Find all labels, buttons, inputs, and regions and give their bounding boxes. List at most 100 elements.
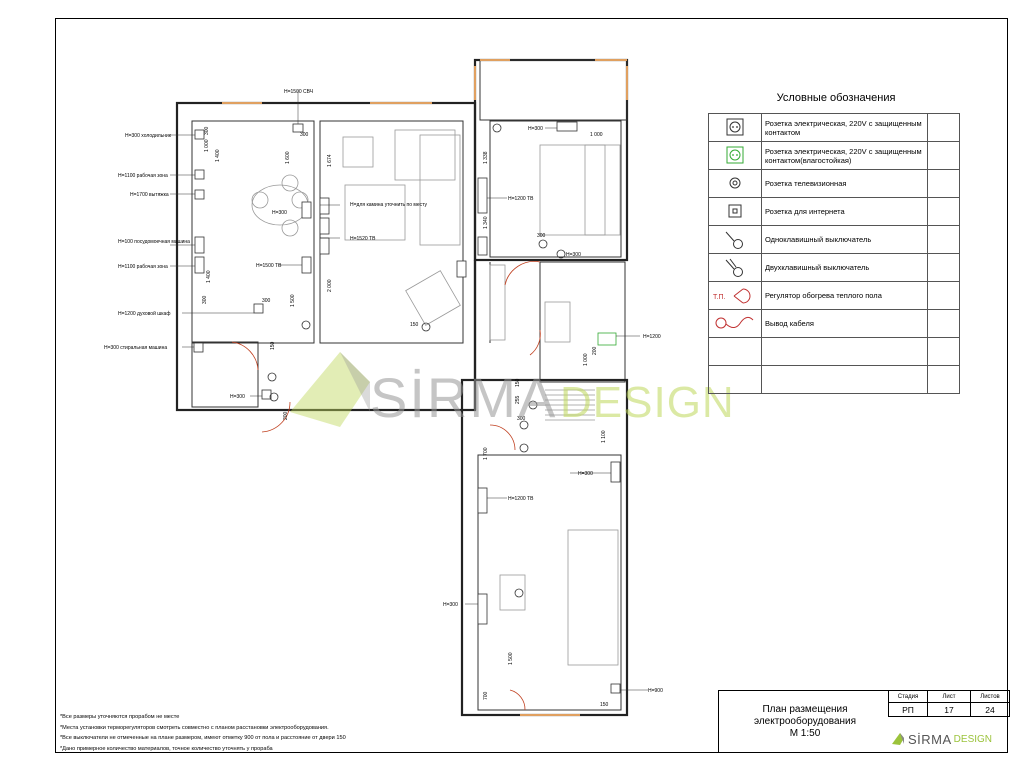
socket-icon [477,236,488,256]
label-h900: Н=900 [648,688,663,694]
legend-label [760,365,928,394]
single-switch-icon [421,322,431,332]
socket-icon [194,189,205,200]
note-3: *Все выключатели не отмеченные на плане … [60,735,346,741]
label-h1500-tv: Н=1500 ТВ [256,263,282,269]
socket-icon [610,683,621,694]
socket-icon [477,487,488,514]
dim-1600: 1 600 [285,151,291,164]
watermark-main: SİRMA [370,366,558,429]
dim-300-v: 300 [204,126,210,135]
socket-icon [194,256,205,274]
stage-header: Стадия [888,690,928,703]
note-2: *Места установки терморегуляторов смотре… [60,724,329,731]
socket-icon [253,303,264,314]
label-work1: Н=1100 рабочая зона [118,173,168,179]
dim-1500-2: 1 500 [508,652,514,665]
legend-extra-cell [926,169,960,198]
label-washer: Н=300 стиральная машина [104,345,167,351]
legend-label: Вывод кабеля [760,309,928,338]
socket-icon [556,121,578,132]
dim-255: 255 [515,395,521,404]
dim-700: 700 [483,691,489,700]
single-switch-icon [267,372,277,382]
single-switch-icon [492,123,502,133]
legend-extra-cell [926,281,960,310]
label-h1520-tv: Н=1520 ТВ [350,236,376,242]
sheets-header: Листов [970,690,1010,703]
legend-row: Розетка электрическая, 220V с защищенным… [708,113,960,142]
dim-150-3: 150 [270,341,276,350]
svg-text:Т.П.: Т.П. [713,294,725,301]
dim-1100: 1 100 [601,430,607,443]
drawing-title: План размещения электрооборудования М 1:… [753,704,857,739]
legend-label: Регулятор обогрева теплого пола [760,281,928,310]
socket-icon [194,129,205,140]
label-dishwasher: Н=100 посудомоечная машина [118,239,190,245]
dim-1700: 1 700 [483,447,489,460]
single-switch-icon [556,249,566,259]
dim-1500-1: 1 500 [290,294,296,307]
legend-label: Одноклавишный выключатель [760,225,928,254]
dim-300-v2: 300 [202,295,208,304]
socket-icon [194,236,205,254]
socket-icon [319,217,330,235]
logo-sub-text: DESIGN [953,733,993,745]
windows [222,59,628,716]
socket-icon [301,256,312,274]
note-1: *Все размеры уточняются прорабом не мест… [60,714,180,720]
legend-extra-cell [926,365,960,394]
socket-icon [477,177,488,214]
single-switch-icon [514,588,524,598]
legend-label: Розетка электрическая, 220V с защищенным… [760,141,928,170]
legend-extra-cell [926,113,960,142]
dim-300-1: 300 [300,132,309,138]
legend-extra-cell [926,337,960,366]
dim-200-1: 200 [283,411,289,420]
legend-label [760,337,928,366]
socket-icon [456,260,467,278]
logo-main-text: SİRMA [908,731,952,747]
label-h300-a: Н=300 [272,210,287,216]
legend-extra-cell [926,225,960,254]
doors [231,261,541,711]
sheets-value: 24 [970,702,1010,717]
socket-icon [319,237,330,255]
legend-extra-cell [926,141,960,170]
dim-150-2: 150 [600,702,609,708]
cable-outlet-icon [708,309,762,338]
legend-extra-cell [926,197,960,226]
dim-1400-1: 1 400 [215,149,221,162]
title-block [718,690,1008,753]
drawing-frame [55,18,1008,753]
dim-150-4: 150 [515,378,521,387]
title-block-logo: SİRMA DESIGN [892,728,1006,750]
dim-150-1: 150 [410,322,419,328]
dim-1000-2: 1 000 [204,139,210,152]
label-h300-entry: Н=300 [230,394,245,400]
title-block-grid: Стадия Лист Листов РП 17 24 [888,690,1010,717]
label-oven: Н=1200 духовой шкаф [118,310,170,317]
dim-1340: 1 340 [483,216,489,229]
dim-1000-1: 1 000 [590,132,603,138]
legend-row: Розетка электрическая, 220V с защищенным… [708,141,960,170]
legend-row: Розетка телевизионная [708,169,960,198]
single-switch-icon [519,420,529,430]
dim-1674: 1 674 [327,154,333,167]
dim-1400-2: 1 400 [206,270,212,283]
double-switch-icon [708,253,762,282]
sheet-header: Лист [927,690,971,703]
legend-row: Одноклавишный выключатель [708,225,960,254]
legend-row: Т.П. Регулятор обогрева теплого пола [708,281,960,310]
socket-icon [193,342,204,353]
socket-icon [610,461,621,483]
plan-labels: Н=1500 СВЧ Н=300 холодильник Н=1100 рабо… [104,89,663,708]
switches [267,123,566,598]
dim-1338: 1 338 [483,151,489,164]
dim-300-4: 300 [517,416,526,422]
legend-row: Вывод кабеля [708,309,960,338]
label-h300-c: Н=300 [566,252,581,258]
dim-1000-3: 1 000 [583,353,589,366]
socket-icon [292,123,304,133]
